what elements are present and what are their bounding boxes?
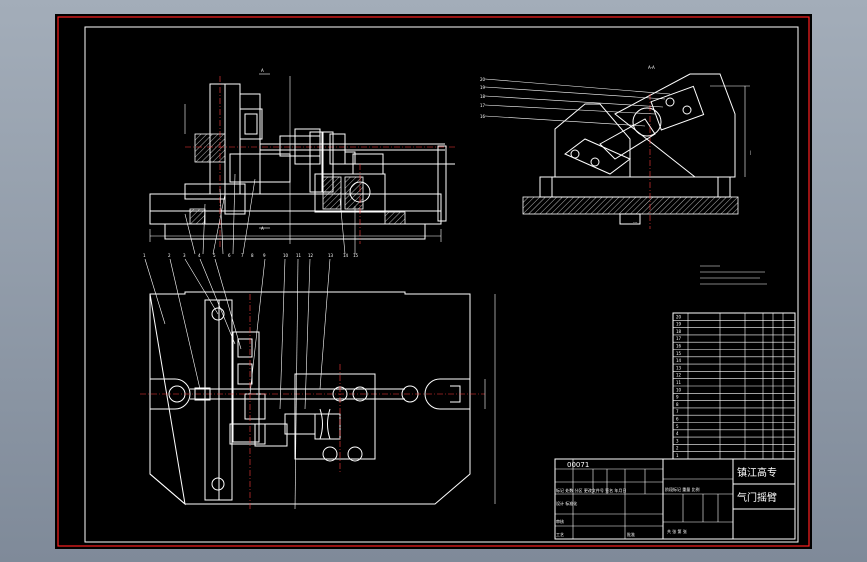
part-balloon: 15 <box>353 253 359 258</box>
top-view <box>140 291 496 509</box>
part-balloon: 9 <box>263 253 266 258</box>
parts-list-item-number: 8 <box>676 402 679 407</box>
parts-list-item-number: 6 <box>676 417 679 422</box>
parts-list-item-number: 9 <box>676 395 679 400</box>
title-block <box>554 458 796 540</box>
parts-list-item-number: 20 <box>676 314 682 319</box>
top-leaders <box>144 258 331 510</box>
outer-sheet-border <box>57 16 810 547</box>
part-balloon: 11 <box>296 253 302 258</box>
side-left-bracket <box>554 103 631 178</box>
revision-header: 标记 处数 分区 更改文件号 签名 年月日 <box>556 487 626 493</box>
svg-text:18: 18 <box>480 94 486 99</box>
part-balloon: 1 <box>143 253 146 258</box>
svg-text:17: 17 <box>480 103 486 108</box>
parts-list-item-number: 16 <box>676 344 682 349</box>
part-balloon: 8 <box>251 253 254 258</box>
svg-text:|: | <box>750 150 751 155</box>
side-base-plate <box>522 196 739 215</box>
top-workpiece-block <box>294 373 376 460</box>
front-leaders <box>184 173 356 255</box>
top-view-base-outline <box>149 291 471 505</box>
parts-list-item-number: 17 <box>676 336 682 341</box>
parts-list-item-number: 13 <box>676 365 682 370</box>
section-marker-top: A <box>261 68 264 73</box>
parts-list-item-number: 12 <box>676 373 682 378</box>
stage-header: 阶段标记 重量 比例 <box>665 486 700 492</box>
sheet-label: 共 张 第 张 <box>667 528 687 534</box>
design-row: 设计 标准化 <box>556 500 577 506</box>
svg-text:20: 20 <box>480 77 486 82</box>
part-balloon: 6 <box>228 253 231 258</box>
part-balloon: 13 <box>328 253 334 258</box>
technical-notes <box>700 265 767 285</box>
parts-list-item-number: 19 <box>676 322 682 327</box>
drawing-code: 00071 <box>567 461 589 469</box>
svg-text:---: --- <box>633 220 638 225</box>
part-balloon: 5 <box>213 253 216 258</box>
parts-list-item-number: 11 <box>676 380 682 385</box>
parts-list-item-number: 2 <box>676 446 679 451</box>
process-label: 工艺 <box>556 532 564 537</box>
svg-text:16: 16 <box>480 114 486 119</box>
fixture-assembly-drawing: A A <box>57 16 810 547</box>
side-link <box>564 138 631 175</box>
parts-list-item-number: 3 <box>676 438 679 443</box>
parts-list-item-number: 4 <box>676 431 679 436</box>
side-roller <box>632 107 662 137</box>
front-base-lower <box>164 223 426 240</box>
parts-list-table: 20 19 18 17 16 15 14 13 12 11 10 9 8 7 6 5 4 3 2 1 <box>672 312 796 460</box>
front-view: A A <box>149 68 455 249</box>
parts-list-item-number: 18 <box>676 329 682 334</box>
approve-label: 批准 <box>627 531 635 537</box>
part-name: 气门摇臂 <box>737 491 777 504</box>
front-bushing <box>294 128 321 165</box>
inner-drawing-border <box>84 26 799 543</box>
parts-list-item-number: 10 <box>676 387 682 392</box>
parts-list-item-number: 5 <box>676 424 679 429</box>
part-balloon: 14 <box>343 253 349 258</box>
part-balloon: 12 <box>308 253 314 258</box>
part-balloon: 2 <box>168 253 171 258</box>
front-clamp-hatched <box>194 133 226 163</box>
parts-list-item-number: 7 <box>676 409 679 414</box>
side-view: --- | <box>522 73 751 229</box>
side-balloons: 20 19 18 17 16 <box>480 77 486 119</box>
parts-list-item-number: 1 <box>676 453 679 458</box>
side-leaders <box>484 78 671 127</box>
front-workpiece-block <box>314 173 386 213</box>
side-right-bracket <box>614 73 736 178</box>
part-balloon: 3 <box>183 253 186 258</box>
drawing-sheet: A A <box>55 14 812 549</box>
part-balloon: 4 <box>198 253 201 258</box>
top-left-clamp <box>232 331 260 443</box>
right-slot <box>424 378 470 410</box>
svg-text:19: 19 <box>480 85 486 90</box>
school-name: 镇江高专 <box>737 466 777 479</box>
part-balloon: 10 <box>283 253 289 258</box>
part-balloon: 7 <box>241 253 244 258</box>
section-marker-bottom: A <box>261 226 264 231</box>
review-label: 审核 <box>556 518 564 524</box>
parts-list-item-number: 14 <box>676 358 682 363</box>
parts-list-item-number: 15 <box>676 351 682 356</box>
front-nut <box>329 133 346 165</box>
section-label: A-A <box>648 65 655 70</box>
